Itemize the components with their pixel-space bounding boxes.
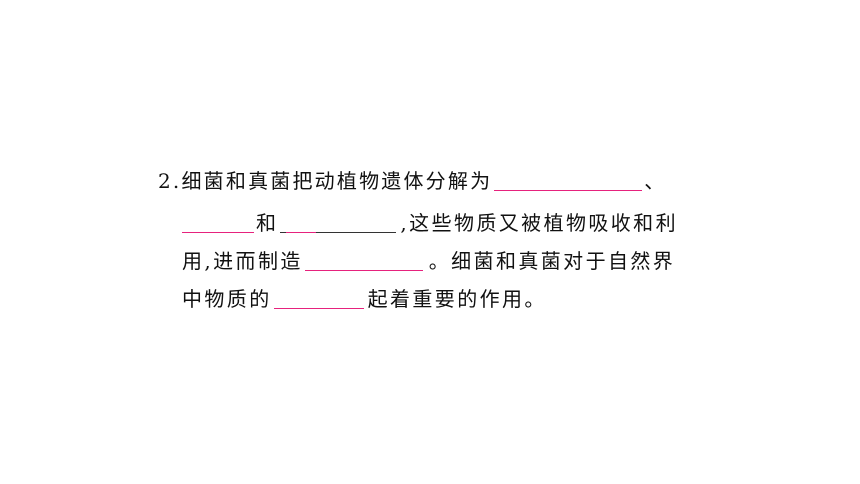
blank-underline	[273, 308, 364, 309]
question-line-1: 2.细菌和真菌把动植物遗体分解为 、	[158, 164, 667, 198]
question-text: 中物质的	[182, 287, 272, 311]
blank-underline	[494, 190, 643, 191]
answer-blank-2[interactable]	[182, 213, 254, 233]
question-text: 用,进而制造	[182, 249, 303, 273]
question-text: 和	[256, 211, 279, 235]
answer-blank-5[interactable]	[273, 289, 364, 309]
question-text: ,这些物质又被植物吸收和利	[400, 211, 678, 235]
question-text: 起着重要的作用。	[367, 287, 547, 311]
question-line-4: 中物质的 起着重要的作用。	[182, 282, 547, 316]
question-text: 。细菌和真菌对于自然界	[428, 249, 676, 273]
question-text: 细菌和真菌把动植物遗体分解为	[181, 169, 493, 193]
question-line-2: 和 ,这些物质又被植物吸收和利	[182, 206, 678, 240]
blank-underline	[182, 232, 254, 233]
blank-underline-accent	[286, 232, 317, 233]
blank-underline	[304, 270, 423, 271]
question-number: 2.	[158, 169, 182, 193]
answer-blank-1[interactable]	[494, 171, 643, 191]
enumeration-comma: 、	[644, 169, 667, 193]
answer-blank-4[interactable]	[304, 251, 423, 271]
question-line-3: 用,进而制造 。细菌和真菌对于自然界	[182, 244, 675, 278]
blank-underline	[280, 232, 397, 233]
answer-blank-3[interactable]	[280, 213, 397, 233]
